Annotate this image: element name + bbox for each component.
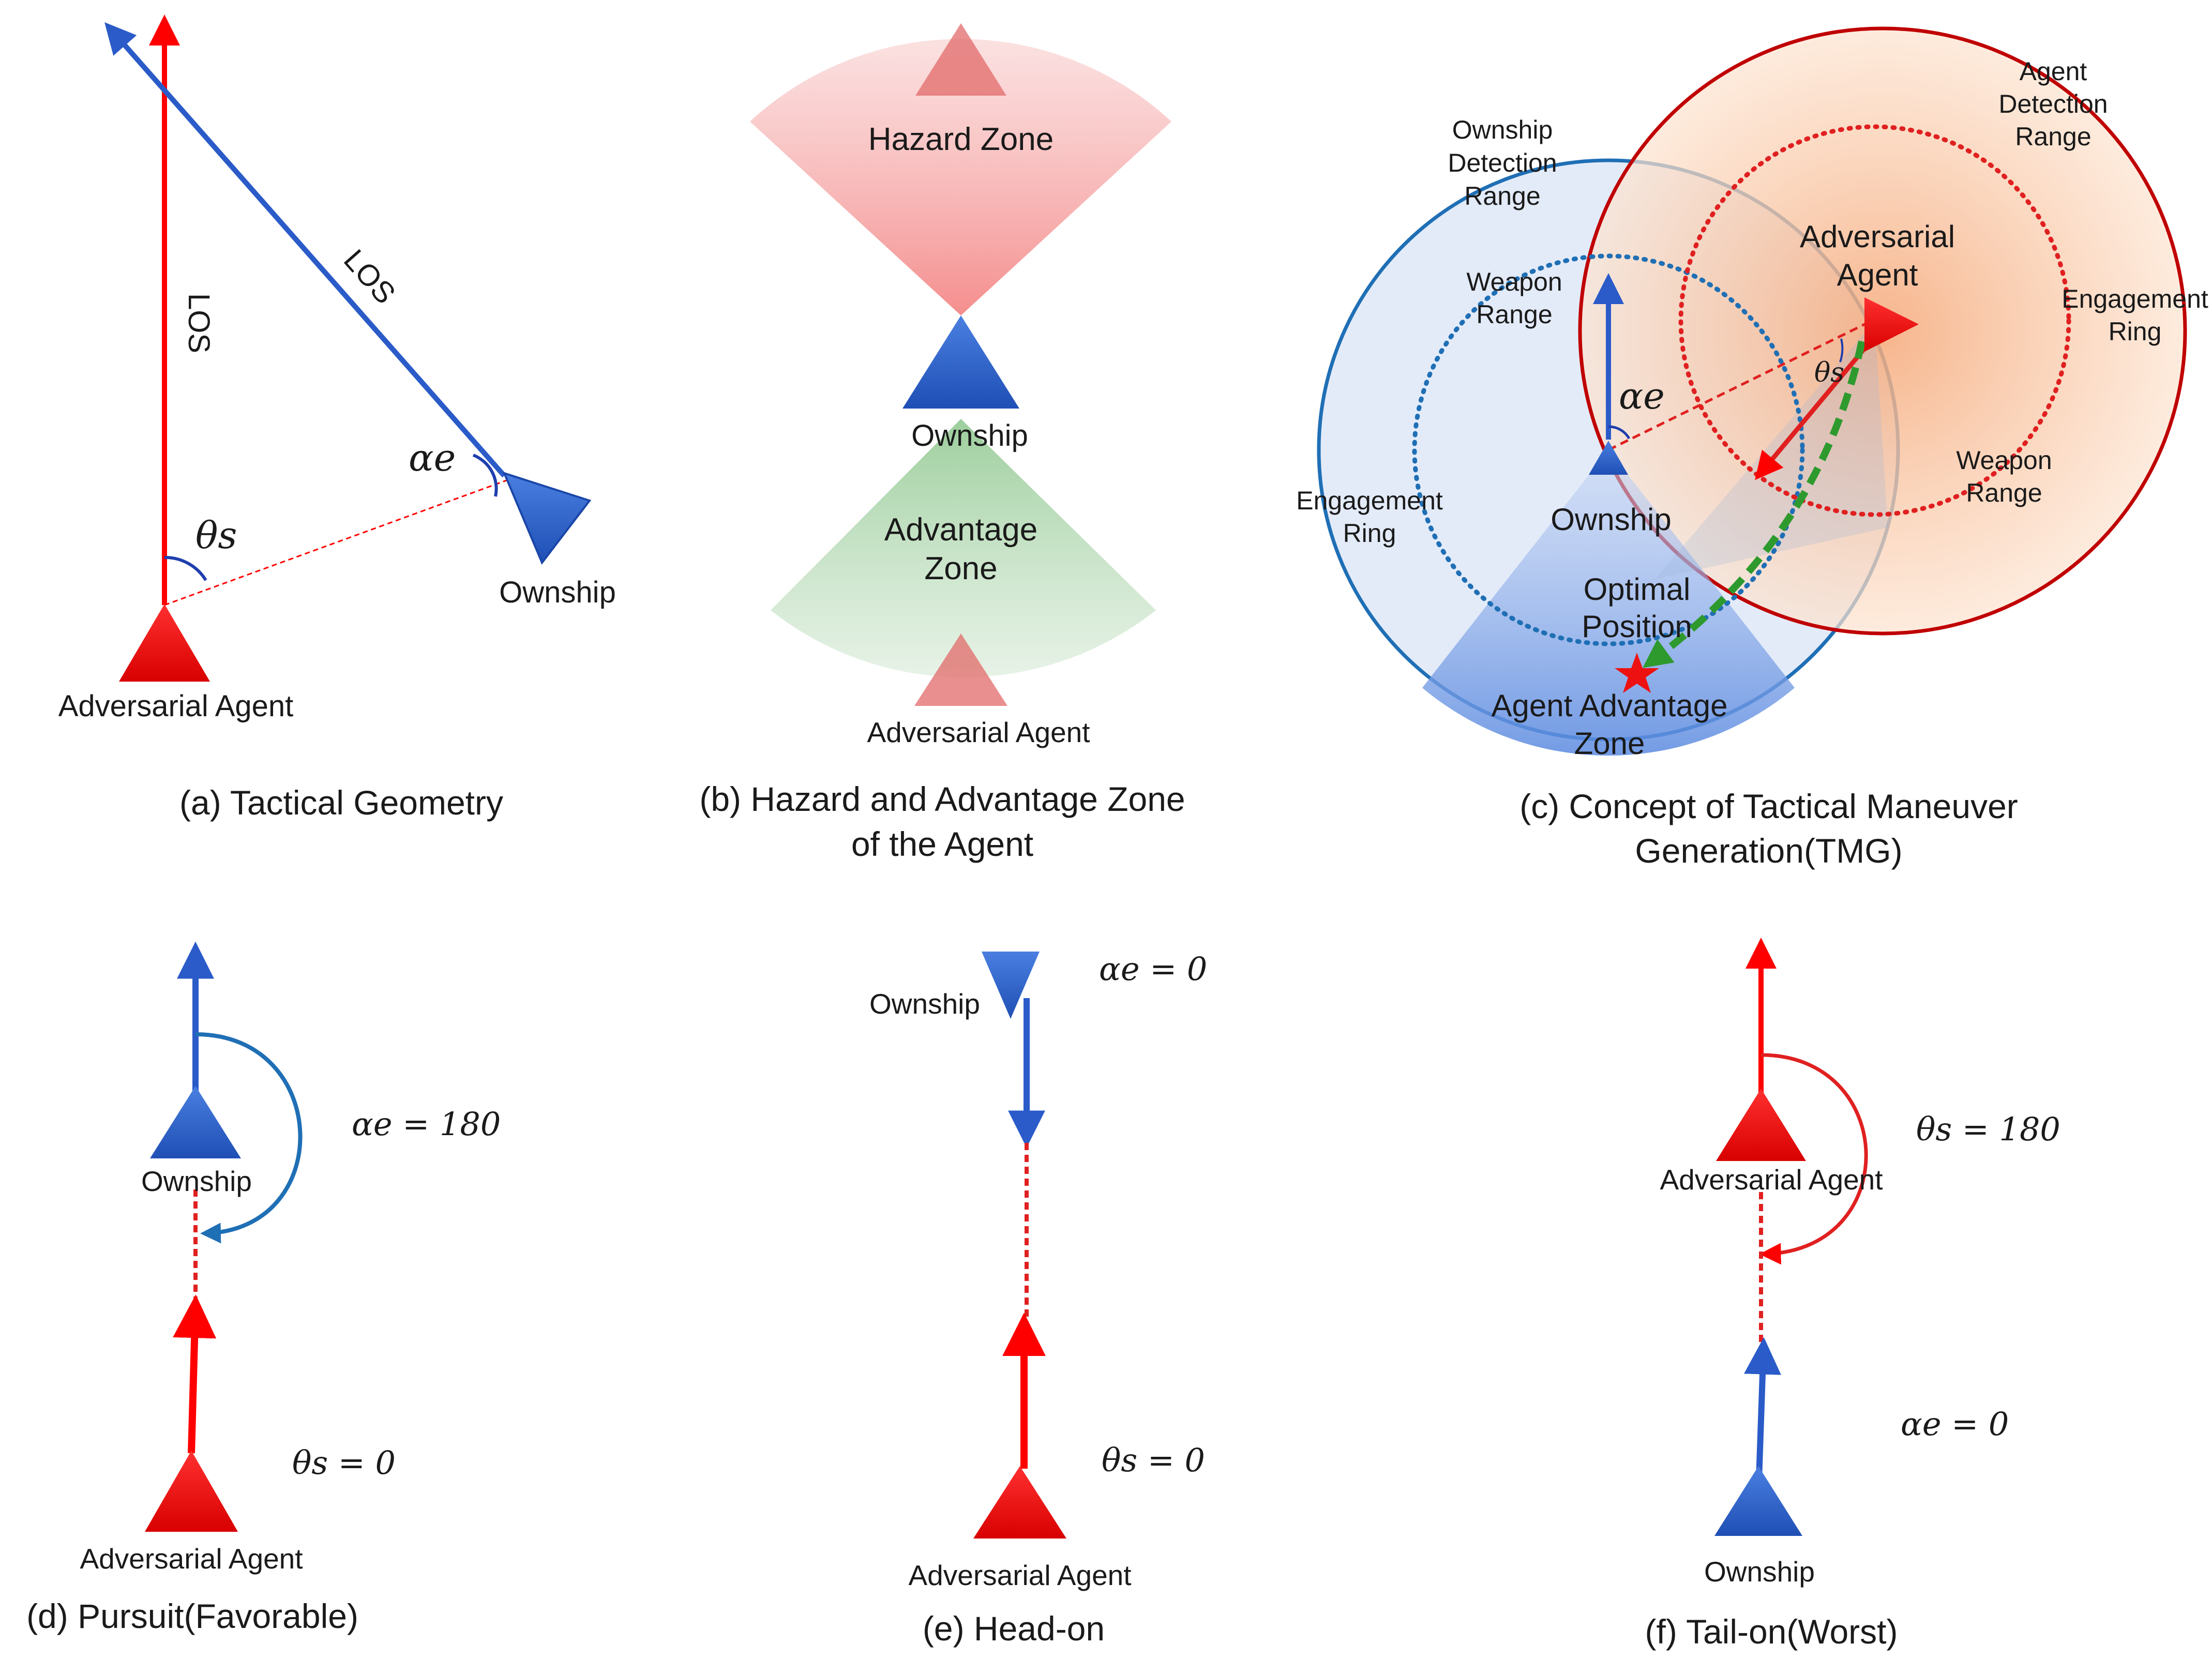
agent-label: Adversarial Agent	[80, 1543, 303, 1575]
panel-f: Adversarial Agent Ownship θs = 180 αe = …	[1645, 938, 2060, 1651]
ownship-agent-dashed-line	[164, 477, 513, 606]
ownship-triangle-icon	[150, 1086, 241, 1158]
ownship-weapon-label-1: Weapon	[1466, 267, 1562, 296]
ownship-triangle-icon	[1714, 1466, 1802, 1536]
advantage-zone-label-2: Zone	[924, 551, 997, 586]
panel-b-caption-1: (b) Hazard and Advantage Zone	[699, 780, 1185, 818]
ownship-weapon-range	[1412, 253, 1805, 646]
alpha-arc-arrow	[195, 1032, 303, 1244]
los-label-vertical: LOS	[182, 293, 216, 353]
panel-d-caption: (d) Pursuit(Favorable)	[26, 1597, 358, 1635]
panel-a: LOS LOS αe θs Ownship Adversarial Agent …	[58, 14, 616, 822]
agent-weapon-label-1: Weapon	[1956, 446, 2052, 475]
panel-c-caption-2: Generation(TMG)	[1635, 832, 1902, 870]
alpha-arc	[1608, 425, 1631, 440]
agent-triangle-icon-faded	[914, 634, 1007, 706]
optimal-position-label-1: Optimal	[1584, 572, 1691, 607]
hazard-zone-label: Hazard Zone	[868, 122, 1054, 157]
optimal-position-star-icon	[1615, 653, 1659, 693]
agent-advantage-zone	[1422, 450, 1795, 756]
los-line-diagonal	[104, 22, 506, 478]
alpha-eq: αe = 180	[352, 1105, 501, 1143]
ownship-weapon-label-2: Range	[1476, 300, 1552, 329]
agent-weapon-range	[1678, 124, 2071, 517]
panel-d: Ownship Adversarial Agent αe = 180 θs = …	[26, 941, 501, 1635]
hazard-zone	[750, 39, 1171, 315]
agent-advantage-zone-label-1: Agent Advantage	[1491, 688, 1727, 723]
panel-e-caption: (e) Head-on	[923, 1609, 1105, 1648]
advantage-zone	[771, 419, 1156, 677]
panel-a-caption: (a) Tactical Geometry	[179, 783, 503, 822]
theta-s-label: θs	[195, 514, 237, 557]
agent-label: Adversarial Agent	[908, 1559, 1131, 1591]
agent-weapon-label-2: Range	[1966, 478, 2042, 507]
ownship-detection-label-2: Detection	[1448, 148, 1557, 177]
ownship-label: Ownship	[1704, 1556, 1815, 1588]
theta-arc-arrow	[1759, 1053, 1868, 1265]
agent-detection-label-2: Detection	[1998, 89, 2108, 118]
hazard-zone-agent-icon	[915, 23, 1006, 96]
theta-s-label: θs	[1814, 357, 1844, 388]
ownship-detection-label-3: Range	[1464, 182, 1540, 210]
alpha-eq: αe = 0	[1901, 1405, 2009, 1443]
ownship-label: Ownship	[911, 419, 1028, 453]
ownship-triangle-icon	[982, 952, 1040, 1019]
theta-eq: θs = 0	[1102, 1441, 1205, 1479]
ownship-label: Ownship	[141, 1165, 252, 1197]
agent-triangle-icon	[1864, 297, 1919, 352]
agent-heading-arrow	[1755, 335, 1877, 480]
ownship-engagement-label-1: Engagement	[1296, 486, 1443, 515]
ownship-triangle-icon	[902, 315, 1019, 409]
agent-advantage-zone-label-2: Zone	[1574, 726, 1645, 761]
agent-triangle-icon	[119, 604, 210, 682]
alpha-e-label: αe	[409, 436, 456, 479]
agent-triangle-icon	[1716, 1089, 1806, 1161]
adversarial-agent-label-2: Agent	[1837, 258, 1918, 292]
agent-engagement-label-2: Ring	[2109, 317, 2162, 346]
panel-c: Ownship Detection Range Agent Detection …	[1296, 26, 2208, 870]
agent-detection-label-3: Range	[2015, 122, 2091, 151]
optimal-position-label-2: Position	[1582, 609, 1692, 644]
theta-eq: θs = 0	[292, 1444, 396, 1482]
agent-label: Adversarial Agent	[1660, 1164, 1883, 1196]
panel-b: Hazard Zone Ownship Advantage Zone Adver…	[699, 23, 1185, 863]
alpha-arc	[472, 454, 498, 497]
ownship-label: Ownship	[1551, 502, 1671, 537]
alpha-eq: αe = 0	[1099, 950, 1207, 988]
agent-engagement-label-1: Engagement	[2061, 284, 2208, 313]
ownship-label: Ownship	[869, 988, 980, 1020]
agent-label: Adversarial Agent	[867, 716, 1090, 748]
advantage-zone-label-1: Advantage	[884, 512, 1037, 548]
panel-f-caption: (f) Tail-on(Worst)	[1645, 1612, 1898, 1651]
panel-c-caption-1: (c) Concept of Tactical Maneuver	[1519, 787, 2018, 825]
ownship-triangle-icon	[1589, 441, 1628, 475]
ownship-label: Ownship	[499, 576, 616, 609]
theta-eq: θs = 180	[1916, 1110, 2060, 1148]
ownship-triangle-icon	[502, 471, 592, 565]
panel-e: Ownship Adversarial Agent αe = 0 θs = 0 …	[869, 950, 1207, 1648]
alpha-e-label: αe	[1619, 375, 1665, 417]
theta-arc	[164, 555, 207, 581]
los-dashed-line	[1607, 316, 1878, 451]
maneuver-path	[1642, 340, 1865, 668]
agent-detection-label-1: Agent	[2020, 57, 2087, 86]
theta-arc	[1839, 338, 1844, 363]
panel-b-caption-2: of the Agent	[851, 825, 1033, 863]
ownship-engagement-label-2: Ring	[1343, 519, 1396, 548]
agent-triangle-icon	[973, 1466, 1066, 1539]
agent-label: Adversarial Agent	[58, 689, 294, 723]
adversarial-agent-label-1: Adversarial	[1800, 219, 1955, 254]
agent-triangle-icon	[145, 1451, 238, 1532]
agent-heading-arrow	[173, 1294, 217, 1454]
ownship-detection-label-1: Ownship	[1452, 115, 1553, 144]
